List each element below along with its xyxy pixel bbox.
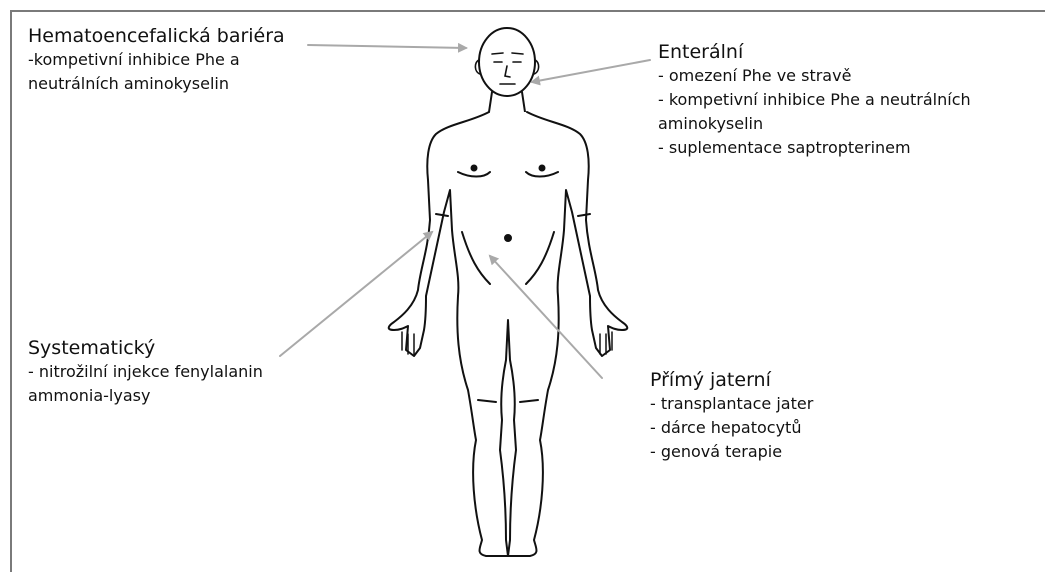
direct-hepatic-label-block: Přímý jaterní - transplantace jater - dá… (650, 368, 813, 464)
direct-hepatic-title: Přímý jaterní (650, 368, 813, 392)
enteral-item-1: - omezení Phe ve stravě (658, 64, 971, 88)
systemic-label-block: Systematický - nitrožilní injekce fenyla… (28, 336, 263, 408)
navel (505, 235, 511, 241)
enteral-item-4: - suplementace saptropterinem (658, 136, 971, 160)
nipple-right (540, 166, 545, 171)
systemic-item-1: - nitrožilní injekce fenylalanin (28, 360, 263, 384)
systemic-item-2: ammonia-lyasy (28, 384, 263, 408)
arrow-bbb-to-head (308, 45, 466, 48)
body-outline (389, 28, 628, 556)
blood-brain-barrier-title: Hematoencefalická bariéra (28, 24, 285, 48)
enteral-item-3: aminokyselin (658, 112, 971, 136)
arrow-enteral-to-mouth (532, 60, 650, 82)
nipple-left (472, 166, 477, 171)
head-shape (479, 28, 535, 96)
direct-hepatic-item-1: - transplantace jater (650, 392, 813, 416)
systemic-title: Systematický (28, 336, 263, 360)
enteral-title: Enterální (658, 40, 971, 64)
enteral-label-block: Enterální - omezení Phe ve stravě - komp… (658, 40, 971, 160)
direct-hepatic-item-3: - genová terapie (650, 440, 813, 464)
enteral-item-2: - kompetivní inhibice Phe a neutrálních (658, 88, 971, 112)
blood-brain-barrier-item-2: neutrálních aminokyselin (28, 72, 285, 96)
blood-brain-barrier-label-block: Hematoencefalická bariéra -kompetivní in… (28, 24, 285, 96)
torso-arms-outline (389, 112, 628, 556)
eyebrow-left (492, 53, 503, 54)
knee-marks (478, 400, 538, 402)
blood-brain-barrier-item-1: -kompetivní inhibice Phe a (28, 48, 285, 72)
eyebrow-right (512, 53, 523, 54)
direct-hepatic-item-2: - dárce hepatocytů (650, 416, 813, 440)
